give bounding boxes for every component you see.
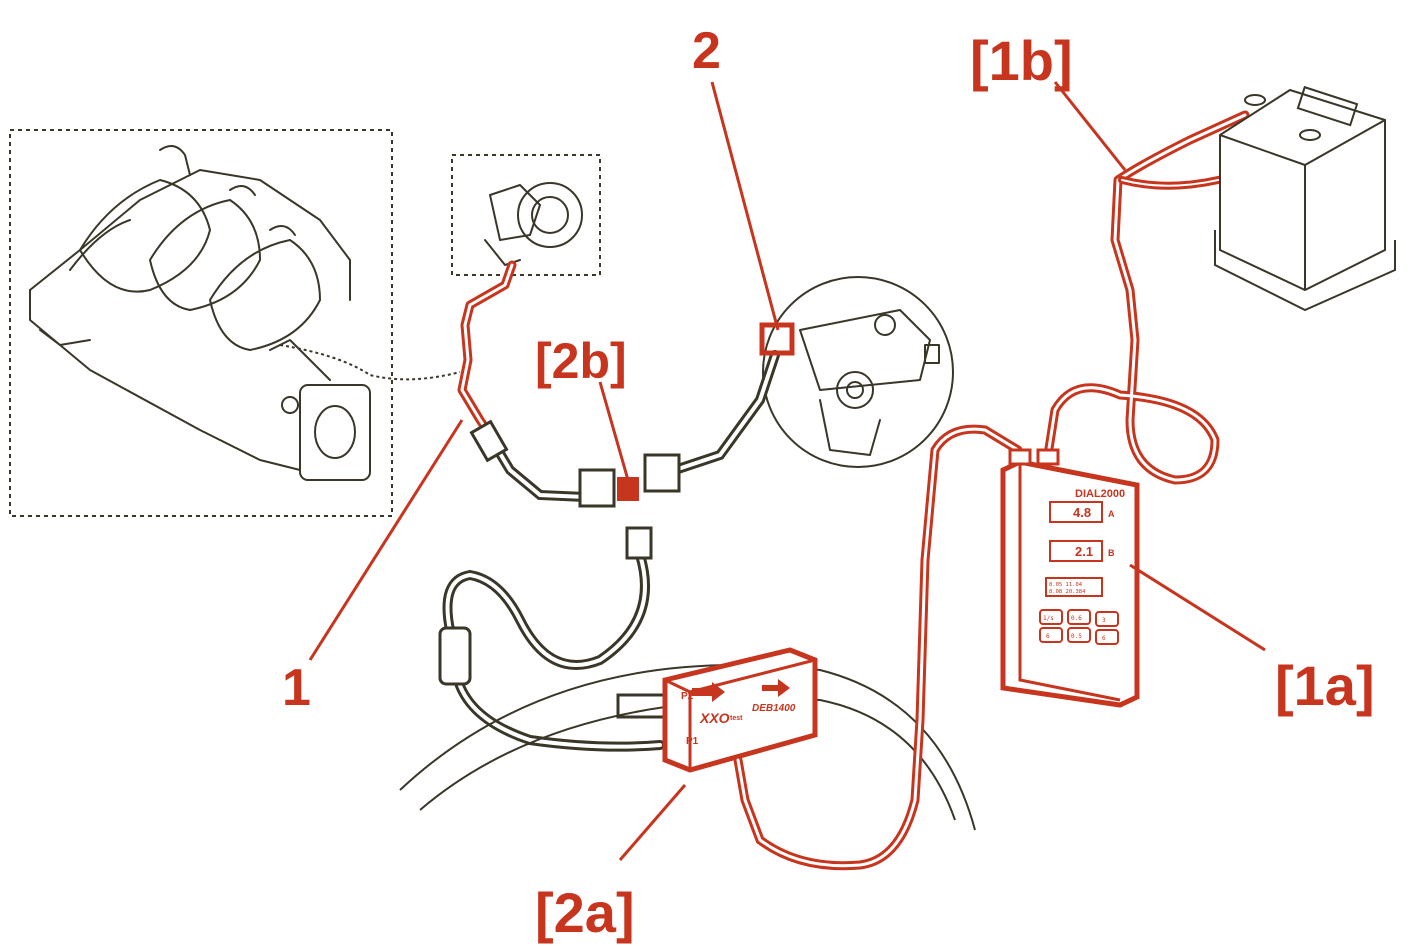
intake-manifold-inset bbox=[9, 129, 393, 517]
sensor-port-p1: P1 bbox=[686, 736, 699, 747]
vacuum-line-dashed bbox=[279, 344, 461, 381]
meter-key-1: 1/s bbox=[1043, 615, 1054, 622]
meter-key-3: 3 bbox=[1102, 617, 1106, 624]
callout-2a: [2a] bbox=[535, 881, 635, 944]
meter-brand: DIAL2000 bbox=[1075, 488, 1125, 500]
pressure-sensor-box: P2 P1 XXO test DEB1400 bbox=[662, 647, 818, 773]
hose-item-1-red bbox=[457, 260, 517, 437]
meter-display-b: 2.1 bbox=[1075, 544, 1093, 559]
meter-key-6: 6 bbox=[1102, 635, 1106, 642]
leader-lines bbox=[308, 81, 1266, 861]
cable-meter-to-battery bbox=[1043, 110, 1250, 485]
vacuum-hoses-dark bbox=[438, 350, 780, 752]
callout-2b: [2b] bbox=[535, 333, 627, 389]
multimeter-dial2000: DIAL2000 4.8 A 2.1 B 8.05 11.04 8.08 20.… bbox=[1000, 448, 1140, 708]
sensor-brand: XXO bbox=[699, 710, 730, 726]
callout-2: 2 bbox=[692, 22, 721, 80]
sensor-port-p2: P2 bbox=[681, 691, 694, 702]
map-sensor-inset bbox=[451, 154, 601, 276]
callout-1a: [1a] bbox=[1275, 654, 1375, 717]
meter-keypad: 1/s 0.6 3 6 0.5 6 bbox=[1039, 609, 1119, 645]
sensor-brand-suffix: test bbox=[730, 715, 743, 722]
meter-key-5: 0.5 bbox=[1071, 633, 1082, 640]
meter-key-4: 6 bbox=[1046, 633, 1050, 640]
battery bbox=[1214, 85, 1396, 312]
meter-channel-a: A bbox=[1108, 509, 1115, 519]
meter-channel-b: B bbox=[1108, 548, 1115, 558]
meter-key-2: 0.6 bbox=[1071, 615, 1082, 622]
fuel-regulator-inset bbox=[762, 276, 954, 468]
sensor-model: DEB1400 bbox=[752, 703, 796, 714]
meter-small-display-1: 8.05 11.04 bbox=[1049, 582, 1083, 588]
cable-sensor-to-meter bbox=[733, 424, 1023, 871]
callout-1: 1 bbox=[282, 659, 311, 717]
meter-display-a: 4.8 bbox=[1073, 505, 1091, 520]
callout-1b: [1b] bbox=[970, 29, 1073, 92]
meter-small-display-2: 8.08 20.384 bbox=[1049, 589, 1086, 595]
t-piece-red bbox=[617, 477, 639, 501]
